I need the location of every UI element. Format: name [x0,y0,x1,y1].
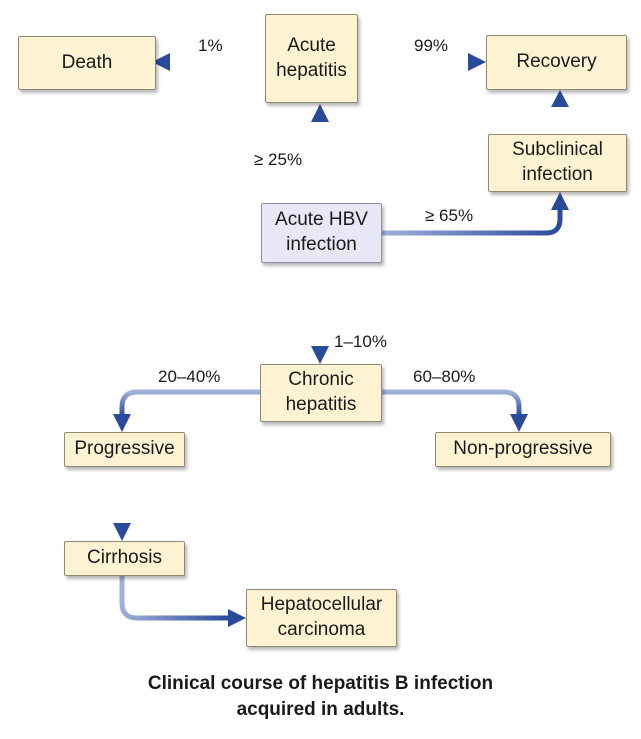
acute-hbv-label-1: Acute HBV [275,209,368,231]
arrow-progressive-to-cirrhosis [113,467,131,541]
acute-hbv-box: Acute HBV infection [261,203,382,263]
chronic-hepatitis-label-1: Chronic [288,369,354,391]
chronic-hepatitis-label-2: hepatitis [285,394,357,415]
arrow-subclinical-to-recovery [551,90,569,134]
arrow-to-chronic [311,263,329,364]
arrow-cirrhosis-to-hcc [119,576,246,627]
subclinical-label-2: infection [522,164,593,185]
pct-acute-hepatitis: ≥ 25% [254,150,303,169]
cirrhosis-box: Cirrhosis [64,541,185,576]
acute-hepatitis-label-2: hepatitis [276,59,347,81]
caption-line-1: Clinical course of hepatitis B infection [147,673,494,694]
arrow-to-death [152,53,267,71]
arrow-to-progressive [113,389,260,432]
chronic-hepatitis-box: Chronic hepatitis [260,364,382,422]
arrow-to-non-progressive [382,389,528,432]
caption-line-2: acquired in adults. [236,698,405,720]
pct-chronic: 1–10% [334,332,387,351]
arrow-to-subclinical [382,192,569,236]
subclinical-label-1: Subclinical [512,139,603,161]
arrow-to-recovery [357,53,486,71]
arrow-to-acute-hepatitis [311,104,329,203]
acute-hepatitis-box: Acute hepatitis [265,14,358,103]
progressive-box: Progressive [64,432,185,467]
pct-subclinical: ≥ 65% [425,206,474,225]
pct-progressive: 20–40% [158,367,221,386]
subclinical-box: Subclinical infection [488,134,627,192]
recovery-box: Recovery [486,35,627,90]
non-progressive-box: Non-progressive [435,432,611,467]
hcc-label-2: carcinoma [277,619,366,640]
hcc-label-1: Hepatocellular [260,594,383,616]
death-box: Death [18,36,156,90]
cirrhosis-label: Cirrhosis [87,547,162,569]
pct-death: 1% [198,36,223,55]
pct-recovery: 99% [414,36,449,55]
acute-hepatitis-label-1: Acute [287,34,336,56]
pct-non-progressive: 60–80% [413,367,476,386]
figure-caption: Clinical course of hepatitis B infection… [0,671,641,722]
death-label: Death [61,51,113,73]
non-progressive-label: Non-progressive [453,438,593,460]
hcc-box: Hepatocellular carcinoma [246,589,397,647]
acute-hbv-label-2: infection [286,234,357,255]
recovery-label: Recovery [516,51,597,73]
progressive-label: Progressive [74,438,175,460]
